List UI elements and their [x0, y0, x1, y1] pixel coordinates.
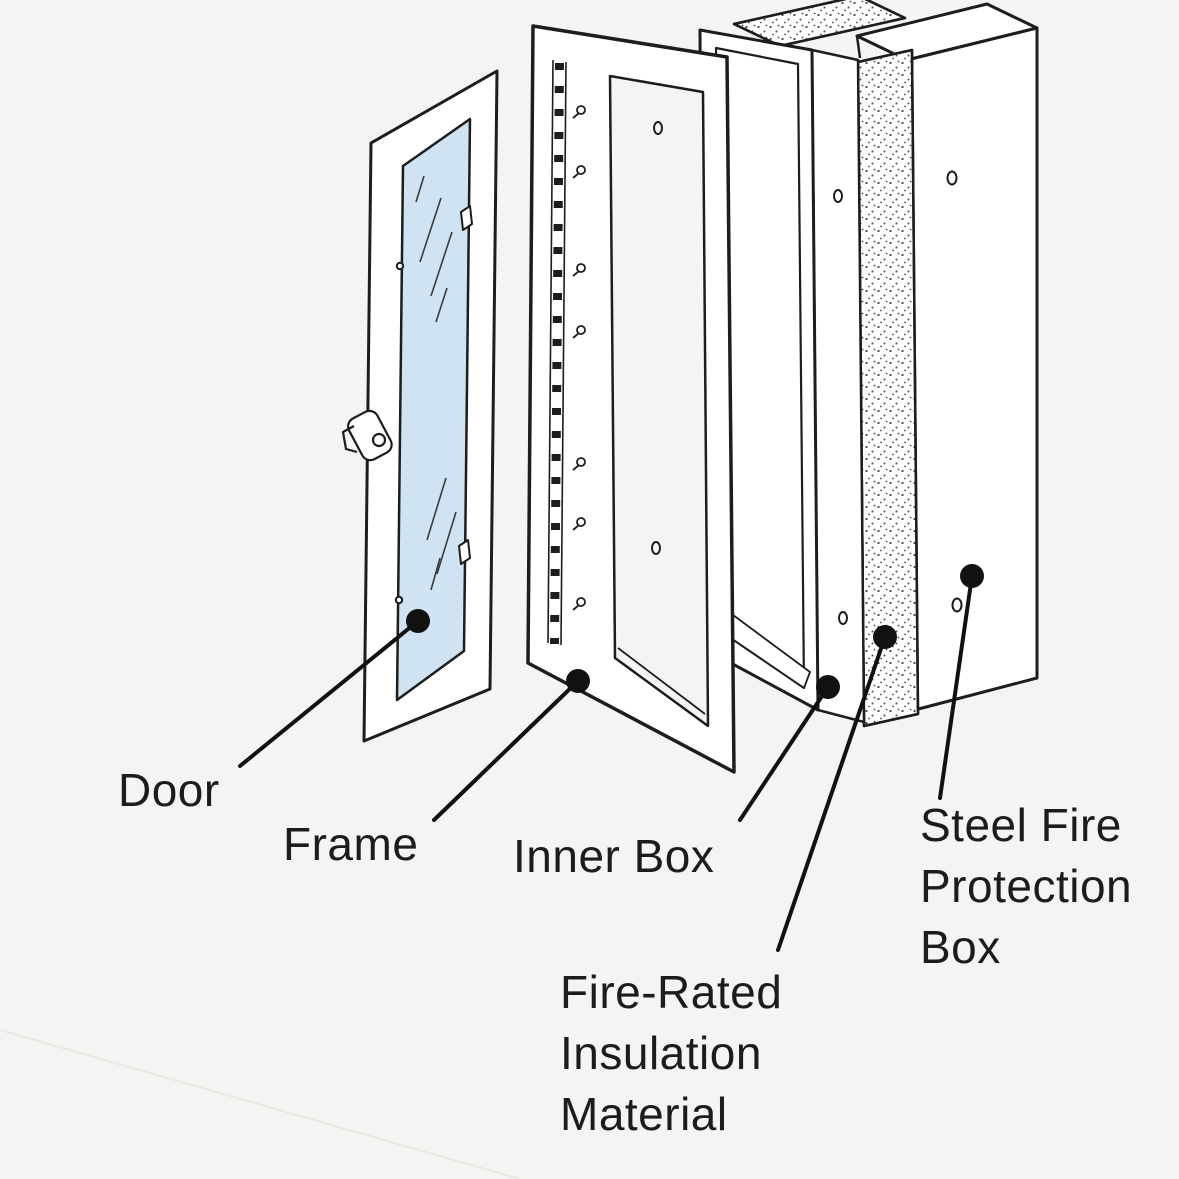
label-inner-box: Inner Box — [513, 830, 715, 882]
label-frame: Frame — [283, 818, 419, 870]
glass-clip-left-top — [395, 261, 405, 271]
glass-clip-left-bottom — [394, 595, 404, 605]
label-insulation-line1: Fire-Rated — [560, 966, 783, 1018]
leader-line-frame — [432, 679, 580, 822]
door — [341, 69, 499, 743]
glass-clip-right-bottom — [458, 539, 471, 565]
background-fold-line — [0, 1029, 521, 1179]
steel-box-back-edge — [855, 35, 862, 59]
glass-clips — [394, 205, 473, 605]
label-insulation: Fire-Rated Insulation Material — [560, 962, 782, 1145]
insulation-top-sheet-stipple — [732, 0, 907, 48]
frame-hinge-strip — [547, 59, 567, 646]
label-steel-box-line1: Steel Fire — [920, 799, 1122, 851]
insulation-side-panel — [856, 48, 920, 728]
insulation-panel-stipple — [856, 48, 920, 728]
inner-box-side-hole-top — [833, 189, 843, 203]
label-insulation-line2: Insulation — [560, 1027, 762, 1079]
label-insulation-line3: Material — [560, 1088, 728, 1140]
frame-opening — [608, 74, 710, 728]
label-steel-box: Steel Fire Protection Box — [920, 795, 1132, 978]
label-door: Door — [118, 764, 220, 816]
callout-dot-door — [406, 609, 430, 633]
door-glass — [395, 117, 472, 702]
label-steel-box-line2: Protection — [920, 860, 1133, 912]
latch-plate — [347, 409, 393, 462]
leader-line-inner-box — [738, 685, 830, 822]
insulation-top-sheet — [732, 0, 907, 48]
frame-hole-top — [653, 121, 663, 135]
callout-dot-insulation — [873, 625, 897, 649]
callouts — [238, 564, 984, 952]
frame-hole-bottom — [651, 541, 661, 555]
glass-clip-right-top — [460, 205, 473, 231]
steel-box-hole-top — [946, 170, 958, 186]
steel-box-hole-bottom — [951, 597, 963, 613]
inner-box-side-hole-bottom — [838, 611, 848, 625]
label-steel-box-line3: Box — [920, 921, 1001, 973]
frame-screws — [572, 105, 586, 611]
frame-opening-bottom-detail — [617, 647, 706, 715]
callout-dot-steel-box — [960, 564, 984, 588]
latch-hole — [371, 432, 387, 448]
glass-reflection-lines — [415, 175, 457, 591]
leader-line-insulation — [776, 635, 887, 952]
callout-dot-frame — [566, 669, 590, 693]
leader-line-steel-box — [938, 574, 974, 800]
door-latch — [341, 409, 393, 462]
latch-hook — [341, 425, 358, 454]
steel-box-front-face — [905, 26, 1039, 714]
frame — [526, 24, 736, 774]
inner-box-side-wall — [810, 48, 866, 724]
leader-line-door — [238, 619, 420, 768]
callout-dot-inner-box — [816, 675, 840, 699]
